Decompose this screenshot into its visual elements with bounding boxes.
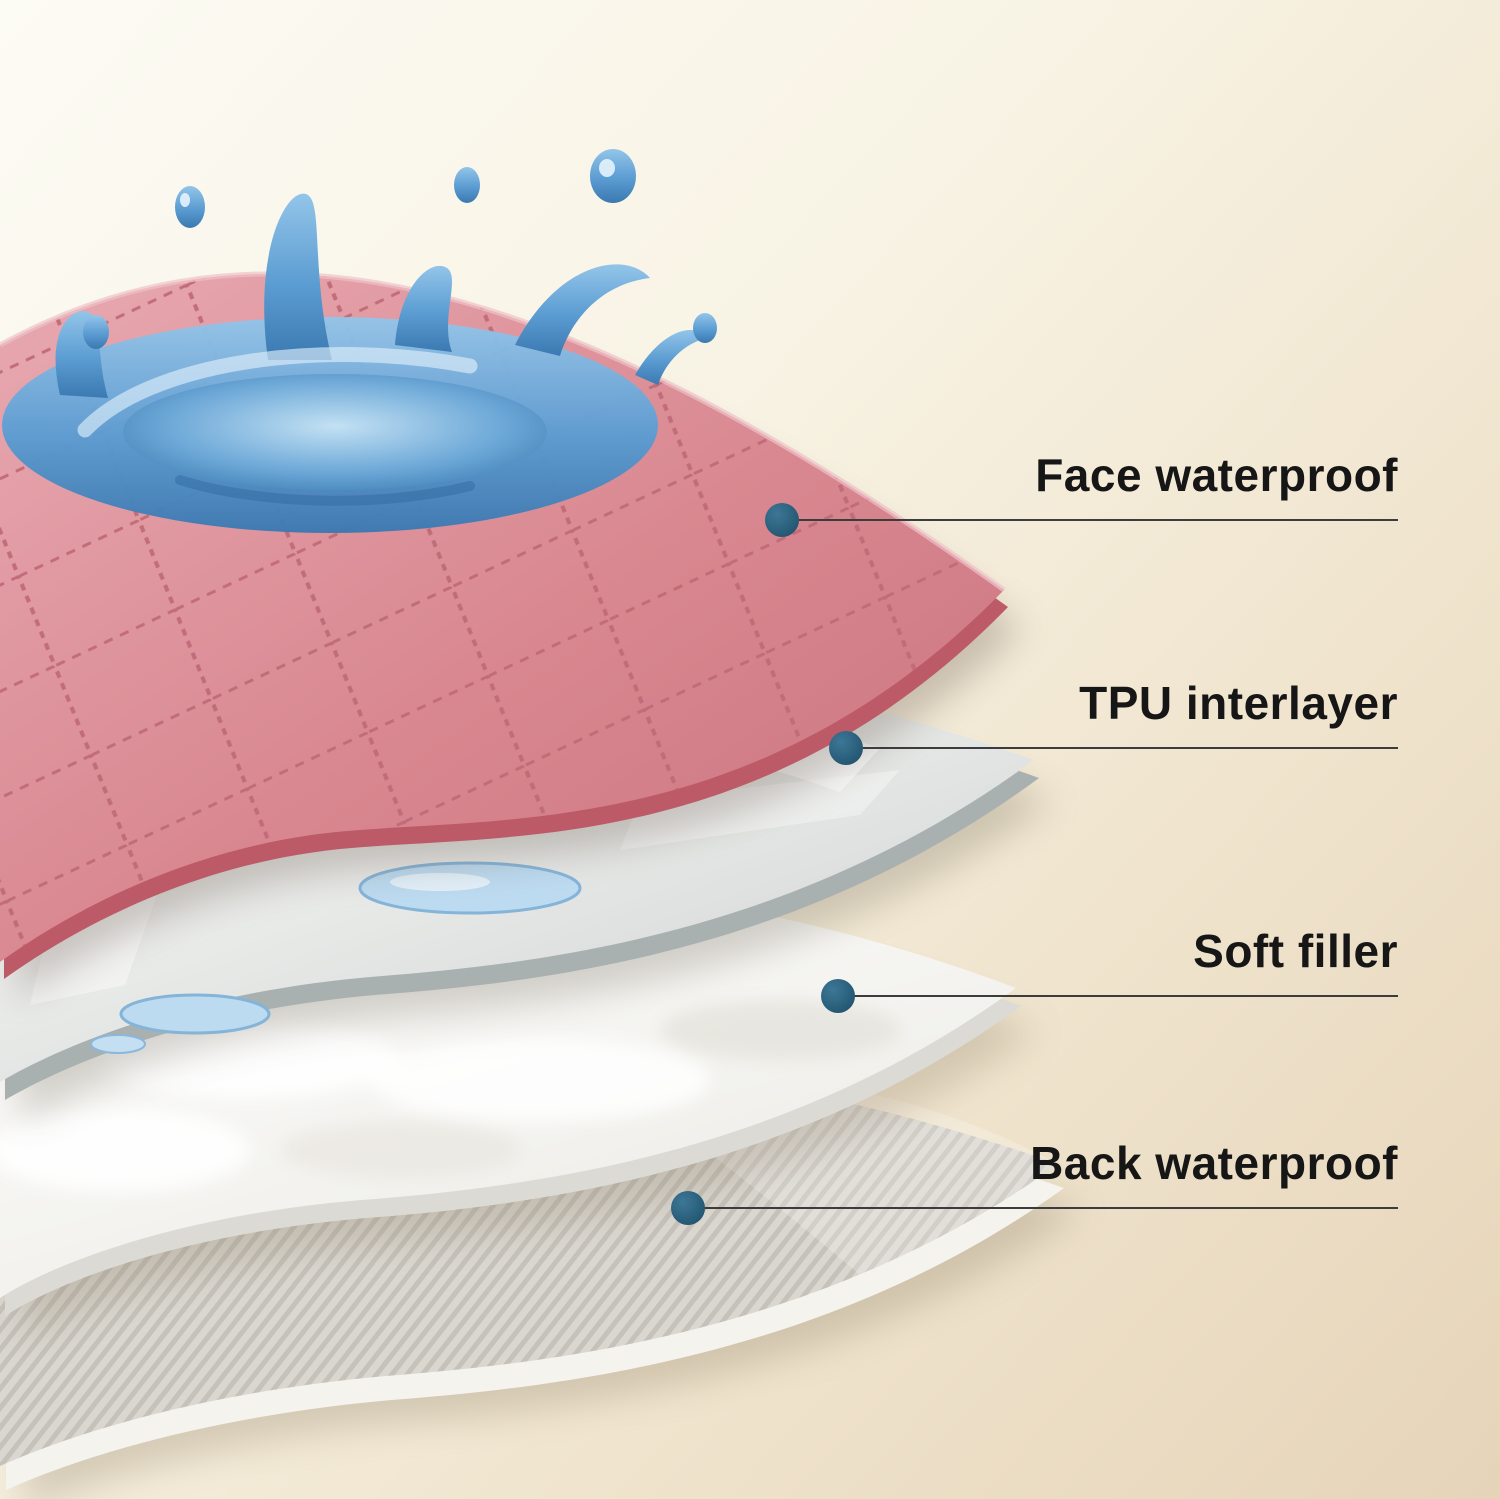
callout-marker-dot	[829, 731, 863, 765]
splash-highlight	[77, 347, 478, 438]
callout-line	[838, 995, 1398, 997]
callout-label: Soft filler	[1193, 925, 1398, 977]
splash-spike	[395, 265, 453, 352]
splash-spike	[515, 264, 650, 356]
water-splash	[2, 149, 717, 533]
callout-marker-dot	[765, 503, 799, 537]
callout-marker-dot	[821, 979, 855, 1013]
splash-ring-inner	[123, 374, 547, 490]
callout-label: TPU interlayer	[1079, 677, 1398, 729]
callout-label: Face waterproof	[1035, 449, 1398, 501]
splash-spike	[635, 330, 707, 385]
splash-highlight	[175, 475, 475, 506]
water-droplets	[83, 149, 717, 349]
callout-line	[688, 1207, 1398, 1209]
callout-line	[846, 747, 1398, 749]
callout-line	[782, 519, 1398, 521]
callout-label: Back waterproof	[1030, 1137, 1398, 1189]
splash-spike	[264, 193, 332, 360]
callout-marker-dot	[671, 1191, 705, 1225]
